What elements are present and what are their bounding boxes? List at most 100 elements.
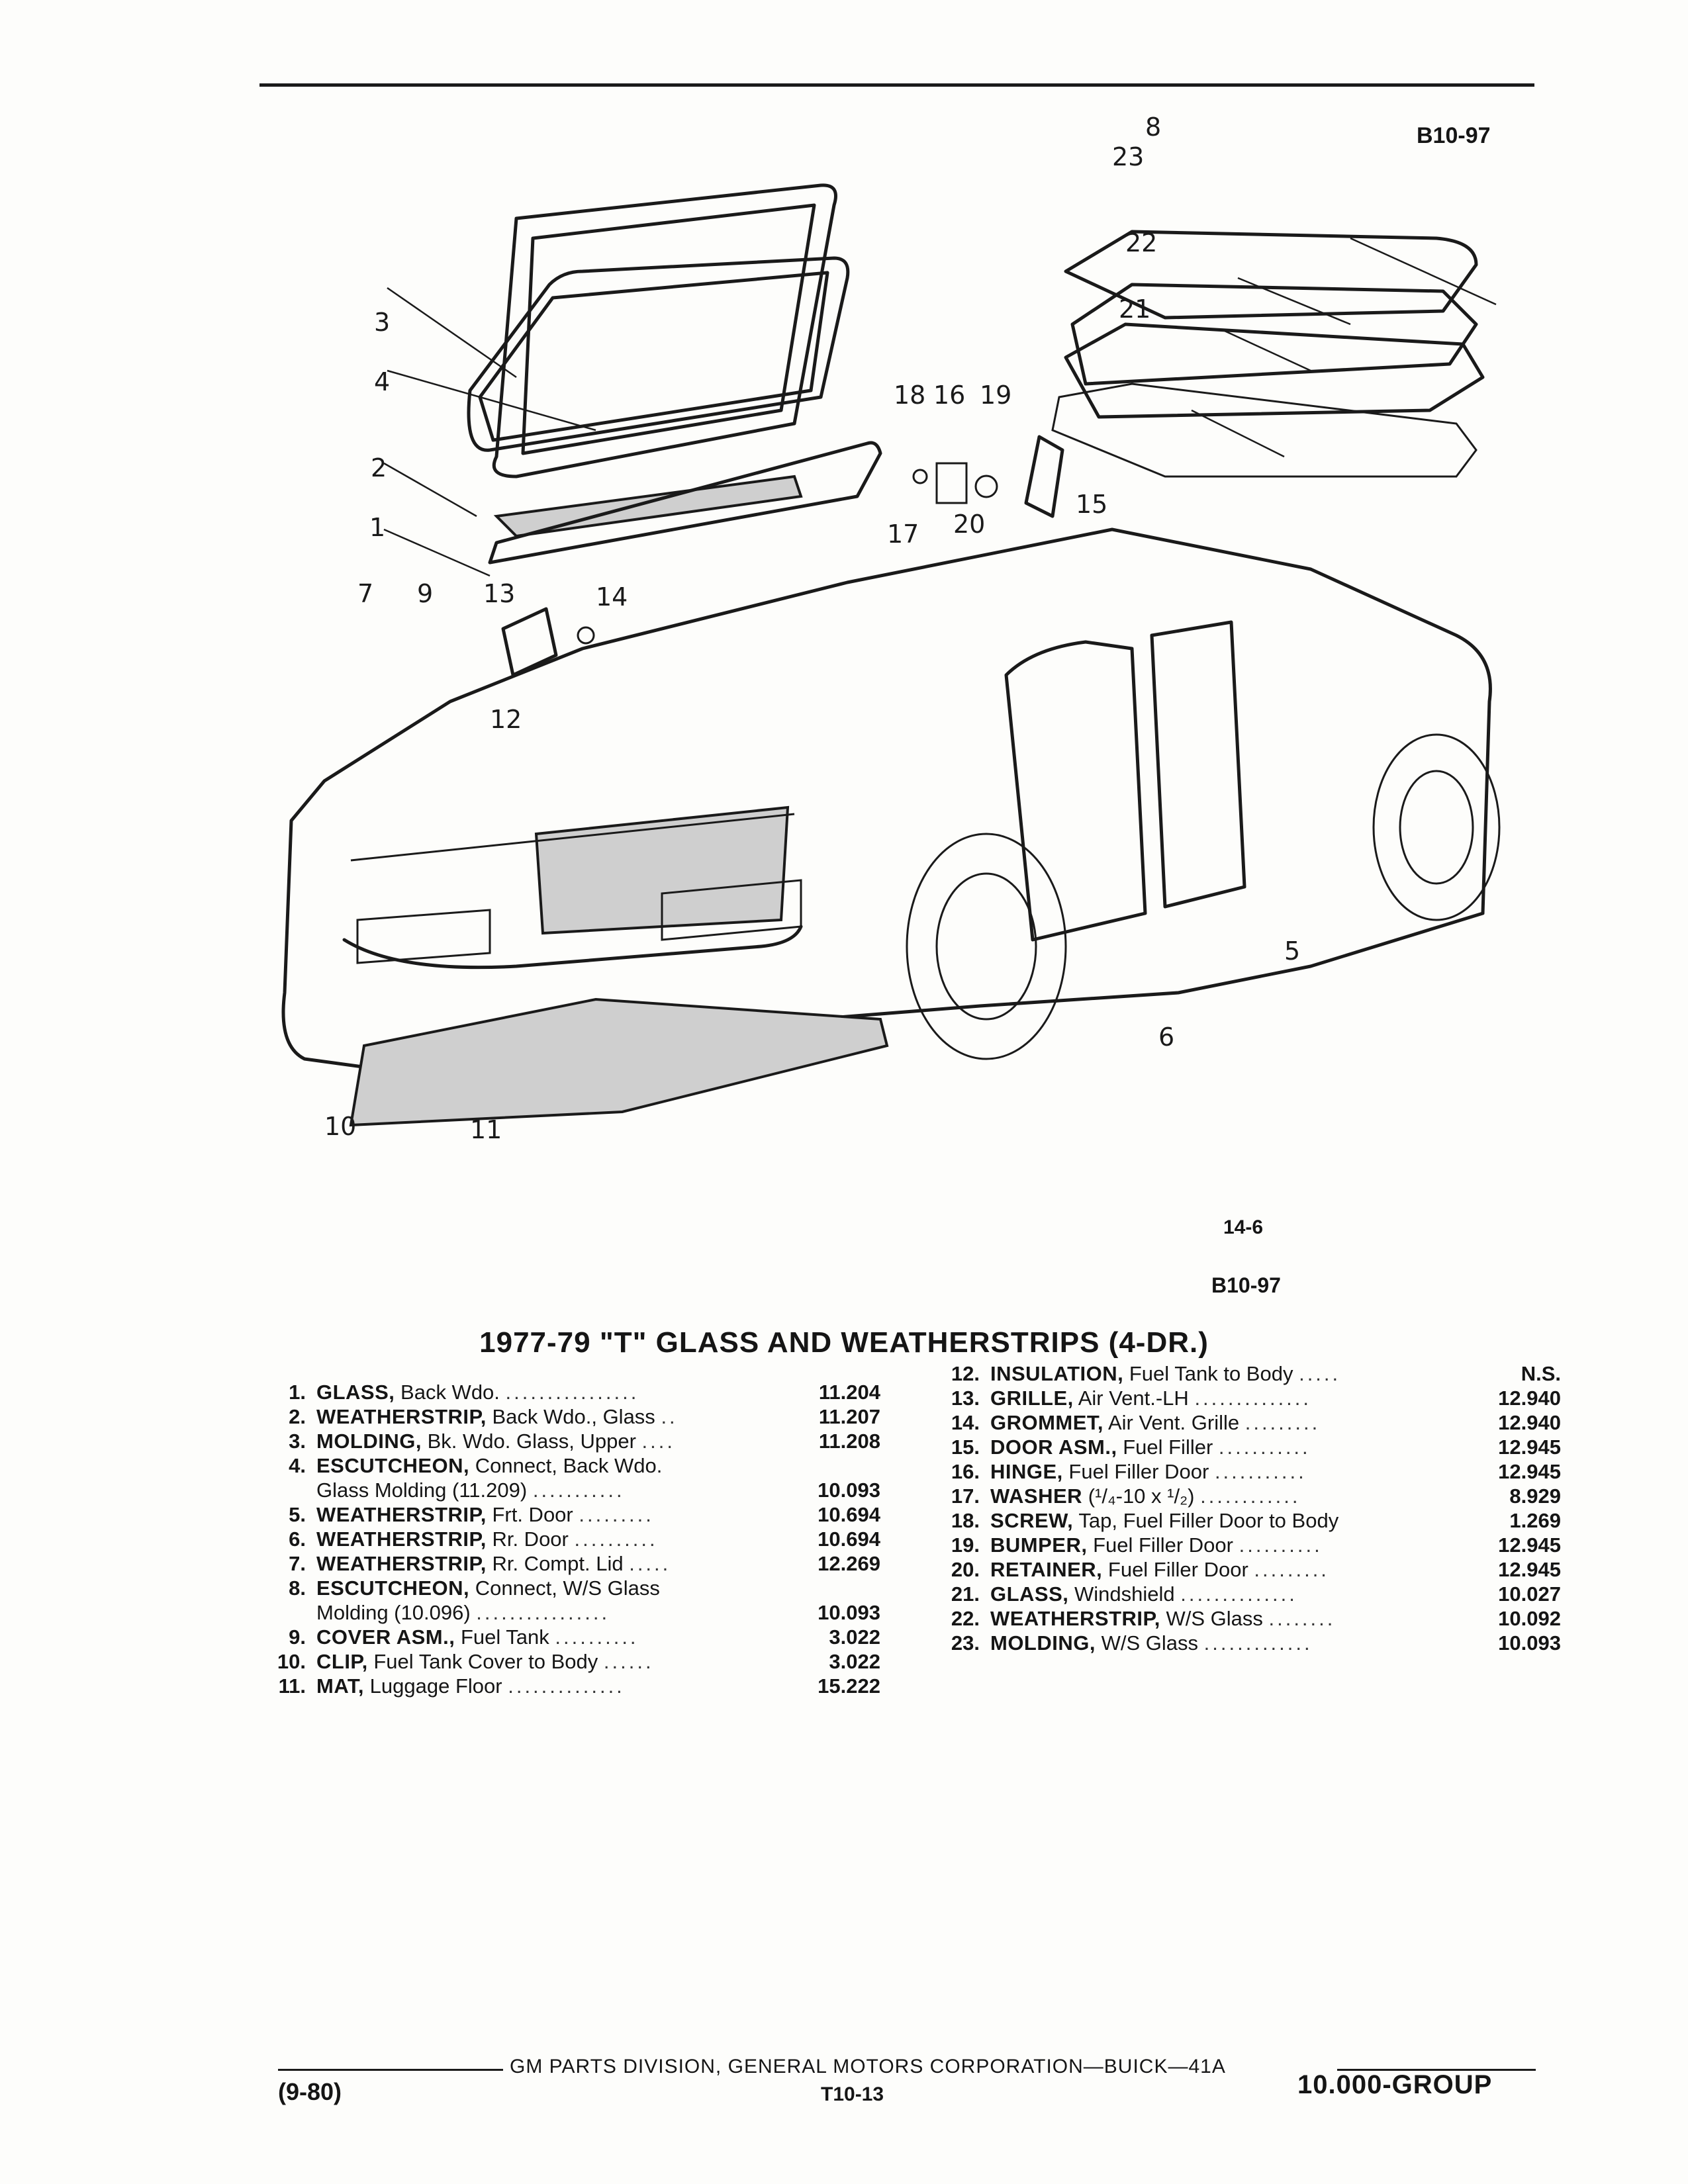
part-description: WEATHERSTRIP, W/S Glass ........ xyxy=(990,1607,1335,1631)
parts-list-row: 8. ESCUTCHEON, Connect, W/S Glass xyxy=(265,1576,880,1601)
part-group-number: 11.208 xyxy=(818,1430,880,1453)
callout-1: 1 xyxy=(369,513,385,542)
parts-list-row: 16.HINGE, Fuel Filler Door ...........12… xyxy=(939,1460,1561,1484)
part-group-number: 1.269 xyxy=(1509,1509,1561,1532)
part-group-number: 12.269 xyxy=(818,1552,880,1575)
leader-lines xyxy=(383,237,1497,577)
leader-dots: .... xyxy=(641,1430,675,1453)
leader-dots: ......... xyxy=(1254,1558,1329,1581)
footer-page-number: T10-13 xyxy=(821,2083,884,2105)
part-number: 19. xyxy=(951,1533,980,1557)
leader-dots: ........... xyxy=(1214,1460,1307,1483)
part-name: INSULATION, xyxy=(990,1362,1124,1385)
part-name: DOOR ASM., xyxy=(990,1435,1117,1459)
figure-code-top: B10-97 xyxy=(1417,123,1491,148)
parts-list-row: 13.GRILLE, Air Vent.-LH ..............12… xyxy=(939,1387,1561,1411)
part-group-number: 12.945 xyxy=(1498,1460,1561,1483)
part-detail: W/S Glass xyxy=(1166,1607,1263,1630)
part-number: 9. xyxy=(289,1625,306,1649)
part-detail: Molding (10.096) xyxy=(316,1601,471,1624)
part-description: GLASS, Windshield .............. xyxy=(990,1582,1297,1606)
part-name: WEATHERSTRIP, xyxy=(990,1607,1160,1630)
leader-dots: .......... xyxy=(1239,1533,1323,1557)
figure-code-bottom: B10-97 xyxy=(1211,1273,1281,1297)
part-group-number: 12.940 xyxy=(1498,1411,1561,1434)
part-description: WEATHERSTRIP, Rr. Compt. Lid ..... xyxy=(316,1552,671,1576)
callout-5: 5 xyxy=(1284,936,1300,966)
part-number: 22. xyxy=(951,1607,980,1630)
leader-dots: ........... xyxy=(532,1479,625,1502)
callout-3: 3 xyxy=(374,308,390,337)
part-detail: Connect, Back Wdo. xyxy=(475,1454,663,1477)
part-name: MAT, xyxy=(316,1674,365,1698)
part-description: HINGE, Fuel Filler Door ........... xyxy=(990,1460,1307,1484)
part-description: SCREW, Tap, Fuel Filler Door to Body xyxy=(990,1509,1338,1533)
part-group-number: 12.945 xyxy=(1498,1435,1561,1459)
part-number: 7. xyxy=(289,1552,306,1575)
leader-dots: .......... xyxy=(555,1625,639,1649)
leader-dots: .............. xyxy=(1194,1387,1312,1410)
part-number: 10. xyxy=(277,1650,306,1673)
part-number: 15. xyxy=(951,1435,980,1459)
part-name: RETAINER, xyxy=(990,1558,1103,1581)
parts-list-row: 10. CLIP, Fuel Tank Cover to Body ...... 3… xyxy=(265,1650,880,1674)
part-number: 18. xyxy=(951,1509,980,1532)
part-number: 3. xyxy=(289,1430,306,1453)
footer-group: 10.000-GROUP xyxy=(1297,2070,1493,2099)
part-name: WEATHERSTRIP, xyxy=(316,1527,487,1551)
callout-15: 15 xyxy=(1076,490,1107,519)
parts-list-row: Molding (10.096) ................10.093 xyxy=(265,1601,880,1625)
footer-corporation: GM PARTS DIVISION, GENERAL MOTORS CORPOR… xyxy=(510,2056,1226,2077)
top-rule xyxy=(259,83,1534,87)
parts-list-row: 21.GLASS, Windshield ..............10.02… xyxy=(939,1582,1561,1607)
footer-rule-left xyxy=(278,2069,503,2071)
car-body xyxy=(281,527,1501,1127)
part-detail: Fuel Filler Door xyxy=(1068,1460,1209,1483)
part-detail: Back Wdo. xyxy=(400,1381,500,1404)
callout-7: 7 xyxy=(357,579,373,608)
leader-dots: ......... xyxy=(579,1503,654,1526)
part-number: 13. xyxy=(951,1387,980,1410)
part-description: WEATHERSTRIP, Rr. Door .......... xyxy=(316,1527,658,1551)
part-group-number: 10.027 xyxy=(1498,1582,1561,1606)
callout-9: 9 xyxy=(417,579,433,608)
parts-list-row: 11.MAT, Luggage Floor ..............15.2… xyxy=(265,1674,880,1699)
parts-list-row: 19.BUMPER, Fuel Filler Door ..........12… xyxy=(939,1533,1561,1558)
callout-13: 13 xyxy=(483,579,515,608)
leader-dots: .............. xyxy=(508,1674,625,1698)
parts-list-row: 12. INSULATION, Fuel Tank to Body ..... N.… xyxy=(939,1362,1561,1387)
part-detail: Fuel Filler Door xyxy=(1093,1533,1233,1557)
part-name: CLIP, xyxy=(316,1650,368,1673)
leader-dots: ........... xyxy=(1218,1435,1311,1459)
part-description: INSULATION, Fuel Tank to Body ..... xyxy=(990,1362,1340,1386)
fuel-filler-parts xyxy=(912,435,1064,518)
part-group-number: 3.022 xyxy=(829,1650,880,1673)
part-number: 8. xyxy=(289,1576,306,1600)
part-group-number: N.S. xyxy=(1521,1362,1561,1385)
part-description: GRILLE, Air Vent.-LH .............. xyxy=(990,1387,1311,1410)
part-description: CLIP, Fuel Tank Cover to Body ...... xyxy=(316,1650,654,1674)
footer-date: (9-80) xyxy=(278,2078,342,2105)
part-group-number: 10.093 xyxy=(1498,1631,1561,1655)
part-group-number: 10.093 xyxy=(818,1479,880,1502)
part-name: ESCUTCHEON, xyxy=(316,1576,470,1600)
part-description: DOOR ASM., Fuel Filler ........... xyxy=(990,1435,1311,1459)
exploded-diagram: 3 4 2 1 7 9 13 14 12 18 16 19 15 17 20 2… xyxy=(252,106,1575,1165)
part-description: GLASS, Back Wdo. ................ xyxy=(316,1381,639,1404)
part-number: 4. xyxy=(289,1454,306,1477)
part-group-number: 12.945 xyxy=(1498,1533,1561,1557)
part-detail: Fuel Tank xyxy=(460,1625,549,1649)
part-group-number: 10.093 xyxy=(818,1601,880,1624)
part-name: ESCUTCHEON, xyxy=(316,1454,470,1477)
part-group-number: 10.092 xyxy=(1498,1607,1561,1630)
page-title: 1977-79 "T" GLASS AND WEATHERSTRIPS (4-D… xyxy=(479,1326,1209,1359)
part-description: ESCUTCHEON, Connect, Back Wdo. xyxy=(316,1454,662,1478)
part-number: 12. xyxy=(951,1362,980,1385)
callout-16: 16 xyxy=(933,381,965,410)
callout-2: 2 xyxy=(371,453,387,482)
part-group-number: 11.207 xyxy=(818,1405,880,1428)
part-name: SCREW, xyxy=(990,1509,1074,1532)
leader-dots: ................ xyxy=(505,1381,639,1404)
leader-dots: ...... xyxy=(603,1650,654,1673)
part-detail: Connect, W/S Glass xyxy=(475,1576,660,1600)
